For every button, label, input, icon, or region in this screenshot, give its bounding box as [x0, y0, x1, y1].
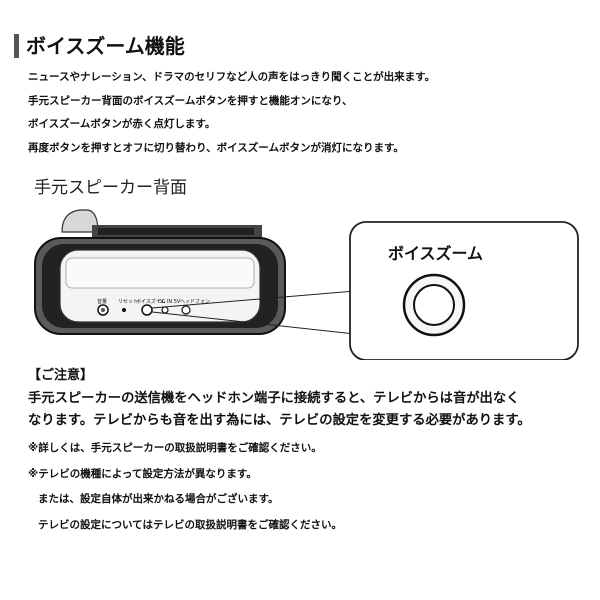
- jack-label-voice-zoom: ボイスズーム: [136, 298, 166, 305]
- diagram-label: 手元スピーカー背面: [34, 178, 187, 198]
- intro-line: 再度ボタンを押すとオフに切り替わり、ボイスズームボタンが消灯になります。: [28, 141, 404, 154]
- note-line: ※テレビの機種によって設定方法が異なります。: [28, 467, 257, 480]
- jack-label-volume: 音量: [97, 298, 107, 305]
- headphone-jack: [181, 305, 191, 315]
- intro-line: ボイスズームボタンが赤く点灯します。: [28, 118, 216, 130]
- note-line: または、設定自体が出来かねる場合がございます。: [38, 493, 279, 505]
- caution-line: 手元スピーカーの送信機をヘッドホン端子に接続すると、テレビからは音が出なく: [28, 391, 520, 406]
- callout-title: ボイスズーム: [388, 244, 484, 263]
- speaker-rear-diagram: 音量 リセット ボイスズーム DC IN 5V ヘッドフォン: [34, 209, 579, 360]
- caution-heading: 【ご注意】: [28, 368, 94, 383]
- voice-zoom-button[interactable]: [141, 304, 153, 316]
- title-accent-bar: [14, 34, 19, 58]
- intro-text: ニュースやナレーション、ドラマのセリフなど人の声をはっきり聞くことが出来ます。 …: [28, 66, 435, 160]
- top-knob: [61, 209, 99, 233]
- volume-knob-center: [101, 308, 105, 312]
- jack-label-reset: リセット: [118, 299, 138, 305]
- leader-line-bottom: [151, 311, 356, 335]
- top-ridge-inner: [98, 228, 254, 235]
- leader-line-top: [151, 290, 356, 309]
- callout-box: [349, 221, 579, 360]
- caution-line: なります。テレビからも音を出す為には、テレビの設定を変更する必要があります。: [28, 413, 531, 428]
- caution-notes: ※詳しくは、手元スピーカーの取扱説明書をご確認ください。 ※テレビの機種によって…: [28, 436, 342, 538]
- rear-panel-recess: [65, 257, 255, 289]
- note-line: テレビの設定についてはテレビの取扱説明書をご確認ください。: [38, 518, 342, 531]
- dc-in-jack: [161, 306, 169, 314]
- intro-line: ニュースやナレーション、ドラマのセリフなど人の声をはっきり聞くことが出来ます。: [28, 71, 436, 83]
- voice-zoom-button-inner: [413, 284, 455, 326]
- note-line: ※詳しくは、手元スピーカーの取扱説明書をご確認ください。: [28, 442, 322, 454]
- jack-label-headphone: ヘッドフォン: [180, 299, 210, 305]
- page-title: ボイスズーム機能: [26, 34, 185, 58]
- caution-body: 手元スピーカーの送信機をヘッドホン端子に接続すると、テレビからは音が出なく なり…: [28, 388, 576, 432]
- reset-hole[interactable]: [122, 308, 126, 312]
- intro-line: 手元スピーカー背面のボイスズームボタンを押すと機能オンになり、: [28, 94, 353, 107]
- jack-label-dc-in: DC IN 5V: [158, 299, 181, 305]
